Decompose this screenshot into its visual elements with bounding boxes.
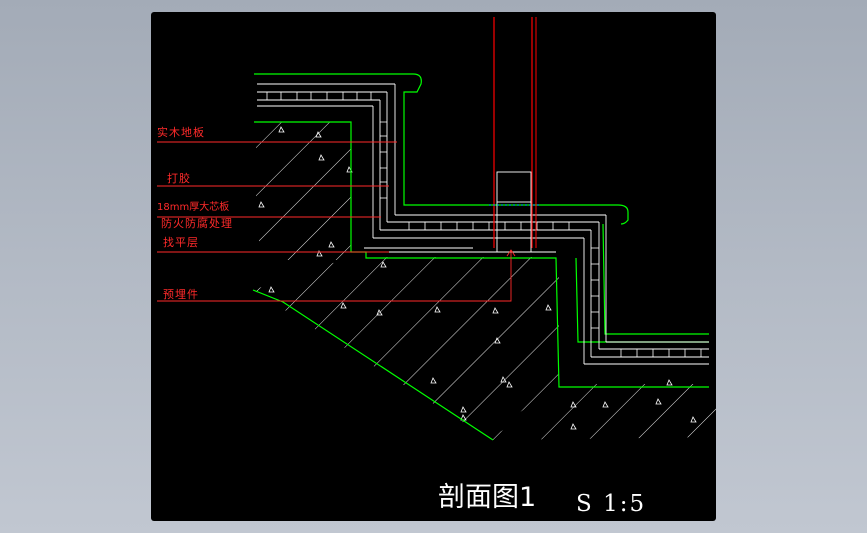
floor-layers <box>257 83 709 365</box>
callout-embedded-part: 预埋件 <box>163 288 199 301</box>
drawing-scale: S 1:5 <box>576 491 647 517</box>
glass-panel <box>489 17 541 252</box>
cad-viewport[interactable]: 实木地板 打胶 18mm厚大芯板 防火防腐处理 找平层 预埋件 剖面图1 S 1… <box>151 12 716 521</box>
callout-fire-corrosion: 防火防腐处理 <box>161 217 233 230</box>
callout-solid-wood-floor: 实木地板 <box>157 126 205 139</box>
callout-glue: 打胶 <box>167 172 191 185</box>
concrete-hatch <box>253 122 716 440</box>
section-drawing <box>157 17 716 441</box>
board-grain <box>266 92 702 357</box>
callout-leaders <box>157 141 516 302</box>
aggregate-marks <box>258 126 697 430</box>
callout-leveling: 找平层 <box>163 236 199 249</box>
callout-blockboard: 18mm厚大芯板 <box>157 202 230 213</box>
drawing-title: 剖面图1 <box>438 482 537 513</box>
